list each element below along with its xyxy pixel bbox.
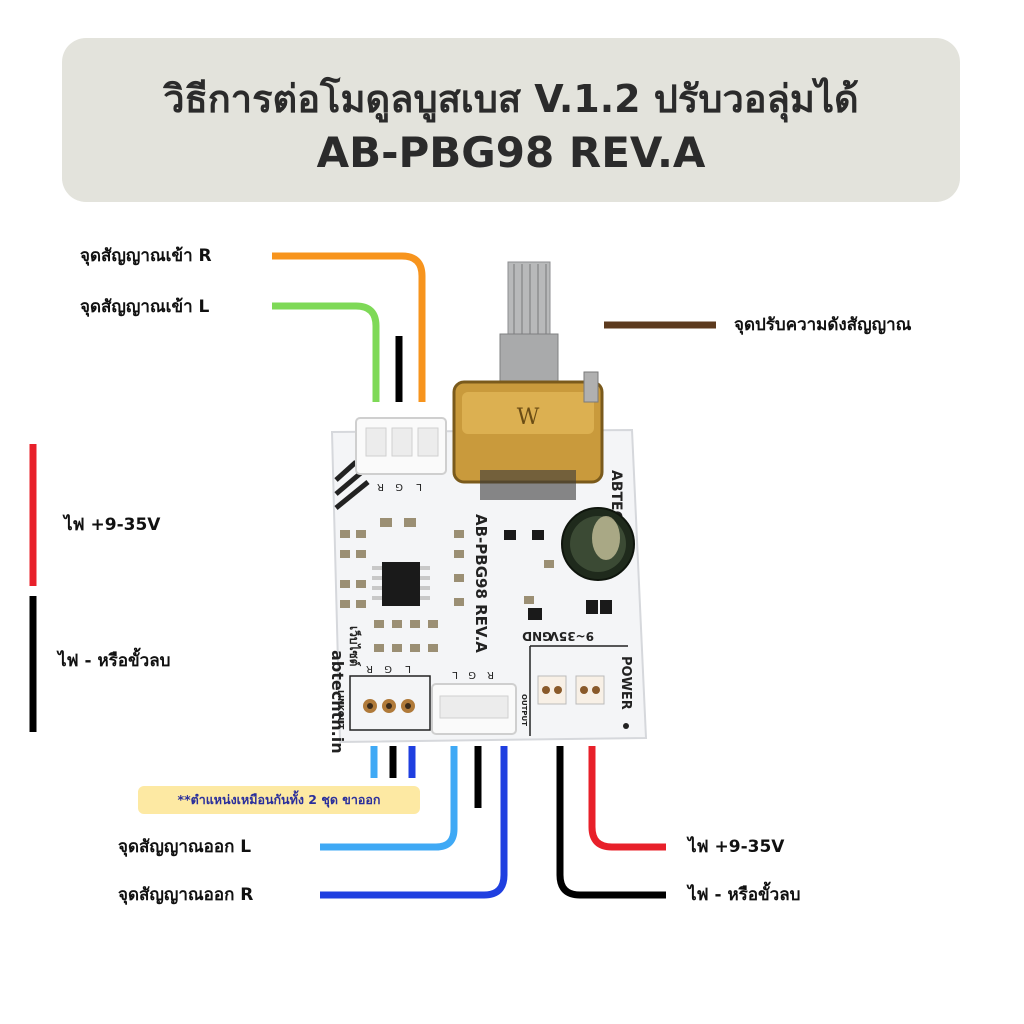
board-website: abtechth.in xyxy=(328,650,347,754)
pcb-board: R G L W ABTEC AB-PBG98 REV.A abtechth.in… xyxy=(328,261,648,754)
voltage-label: 9~35V xyxy=(549,629,594,643)
label-input-r: จุดสัญญาณเข้า R xyxy=(80,246,212,266)
wire-power-neg-right xyxy=(556,746,666,899)
pin-r-in: R xyxy=(377,481,384,492)
wire-output-r xyxy=(320,746,508,899)
gnd-label: GND xyxy=(522,629,552,643)
pin-r-out: R xyxy=(487,669,494,680)
svg-text:W: W xyxy=(517,405,540,430)
output-note-badge: **ตำแหน่งเหมือนกันทั้ง 2 ชุด ขาออก xyxy=(138,786,420,814)
pin-l-in: L xyxy=(416,481,422,492)
wire-input-l xyxy=(272,302,380,402)
label-output-l: จุดสัญญาณออก L xyxy=(118,837,252,857)
pin-l-out: L xyxy=(452,669,458,680)
label-power-neg-left: ไฟ - หรือขั้วลบ xyxy=(58,651,171,671)
pin-g-in: G xyxy=(395,481,403,492)
label-input-l: จุดสัญญาณเข้า L xyxy=(80,297,210,317)
pin-l-linkout: L xyxy=(405,663,411,674)
label-output-r: จุดสัญญาณออก R xyxy=(118,885,254,905)
label-power-pos-right: ไฟ +9-35V xyxy=(688,837,785,857)
label-power-neg-right: ไฟ - หรือขั้วลบ xyxy=(688,885,801,905)
linkout-label: LINKOUT xyxy=(336,690,345,730)
potentiometer-shaft xyxy=(507,261,551,341)
wire-output-l xyxy=(320,746,458,851)
board-model: AB-PBG98 REV.A xyxy=(472,514,490,653)
wire-power-pos-right xyxy=(588,746,666,851)
pin-g-out: G xyxy=(468,669,476,680)
model-title: AB-PBG98 REV.A xyxy=(316,128,706,177)
wires xyxy=(29,252,716,899)
smd-components xyxy=(340,518,554,652)
potentiometer-bushing xyxy=(499,333,559,389)
label-volume: จุดปรับความดังสัญญาณ xyxy=(734,315,912,335)
linkout-area xyxy=(349,675,431,731)
page-title: วิธีการต่อโมดูลบูสเบส V.1.2 ปรับวอลุ่มได… xyxy=(163,77,859,121)
output-label: OUTPUT xyxy=(520,694,528,726)
power-label: POWER xyxy=(618,656,633,710)
ic-chip xyxy=(382,562,420,606)
wire-input-r xyxy=(272,252,426,402)
label-power-pos-left: ไฟ +9-35V xyxy=(64,515,161,535)
transistors xyxy=(504,530,612,620)
board-brand: ABTEC xyxy=(608,470,624,521)
board-stripes xyxy=(334,460,370,510)
pin-r-linkout: R xyxy=(366,663,373,674)
pin-g-linkout: G xyxy=(384,663,392,674)
board-logo-text: เว็บไซต์ xyxy=(347,626,362,667)
title-box: วิธีการต่อโมดูลบูสเบส V.1.2 ปรับวอลุ่มได… xyxy=(62,38,960,202)
